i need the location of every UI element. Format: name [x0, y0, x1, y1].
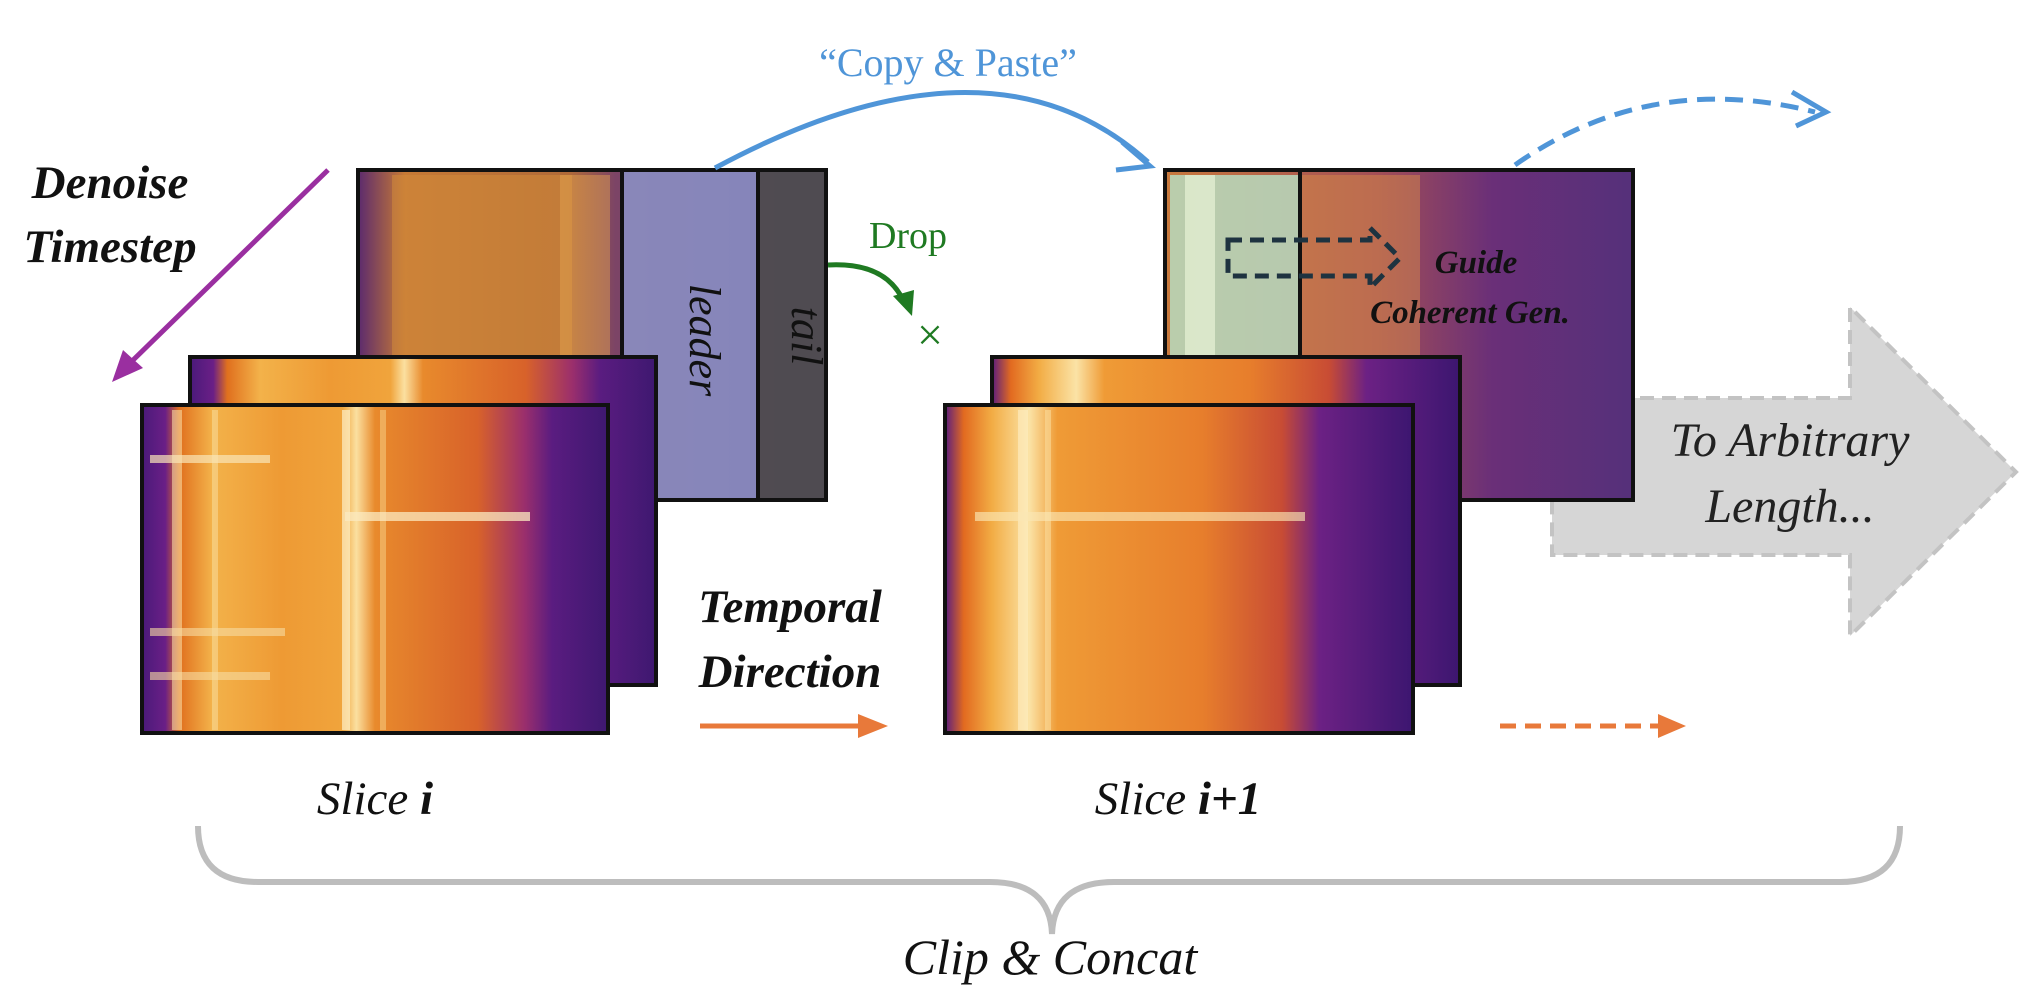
- tail-region: [758, 170, 826, 500]
- slice-i-caption-prefix: Slice: [317, 773, 420, 825]
- arbitrary-length-label-line1: To Arbitrary: [1671, 414, 1910, 467]
- temporal-arrow: [700, 714, 888, 738]
- drop-arrow: [827, 262, 914, 316]
- denoise-arrow: [112, 168, 330, 382]
- slice-i1-front-frame: [943, 403, 1415, 735]
- temporal-label-line1: Temporal: [698, 581, 882, 633]
- temporal-label-line2: Direction: [698, 646, 882, 698]
- clip-concat-label: Clip & Concat: [903, 929, 1199, 985]
- tail-label: tail: [782, 307, 831, 366]
- copy-paste-continue-arrow: [1513, 89, 1832, 168]
- copy-paste-label: “Copy & Paste”: [819, 40, 1077, 85]
- slice-i-caption-index: i: [420, 773, 433, 825]
- arbitrary-length-arrow: [1550, 302, 2019, 641]
- leader-label: leader: [680, 284, 729, 397]
- slice-i-back-frame: [356, 168, 828, 502]
- arbitrary-length-label-line2: Length...: [1704, 480, 1874, 533]
- drop-x-mark: ×: [917, 309, 943, 360]
- slice-i1-caption: Slice i+1: [1095, 773, 1261, 825]
- slice-i1-caption-index: i+1: [1198, 773, 1261, 825]
- copy-paste-arrow: [713, 90, 1156, 173]
- denoise-label-line1: Denoise: [31, 157, 189, 209]
- temporal-continue-arrow: [1500, 714, 1686, 738]
- guide-label-line2: Coherent Gen.: [1370, 295, 1570, 331]
- slice-i1-caption-prefix: Slice: [1095, 773, 1198, 825]
- drop-label: Drop: [869, 215, 947, 257]
- guide-arrow: [1225, 221, 1404, 295]
- denoise-label-line2: Timestep: [23, 221, 196, 273]
- guide-label-line1: Guide: [1435, 245, 1518, 281]
- slice-i-front-frame: [140, 403, 610, 735]
- slice-i-caption: Slice i: [317, 773, 433, 825]
- clip-concat-brace: [195, 825, 1903, 935]
